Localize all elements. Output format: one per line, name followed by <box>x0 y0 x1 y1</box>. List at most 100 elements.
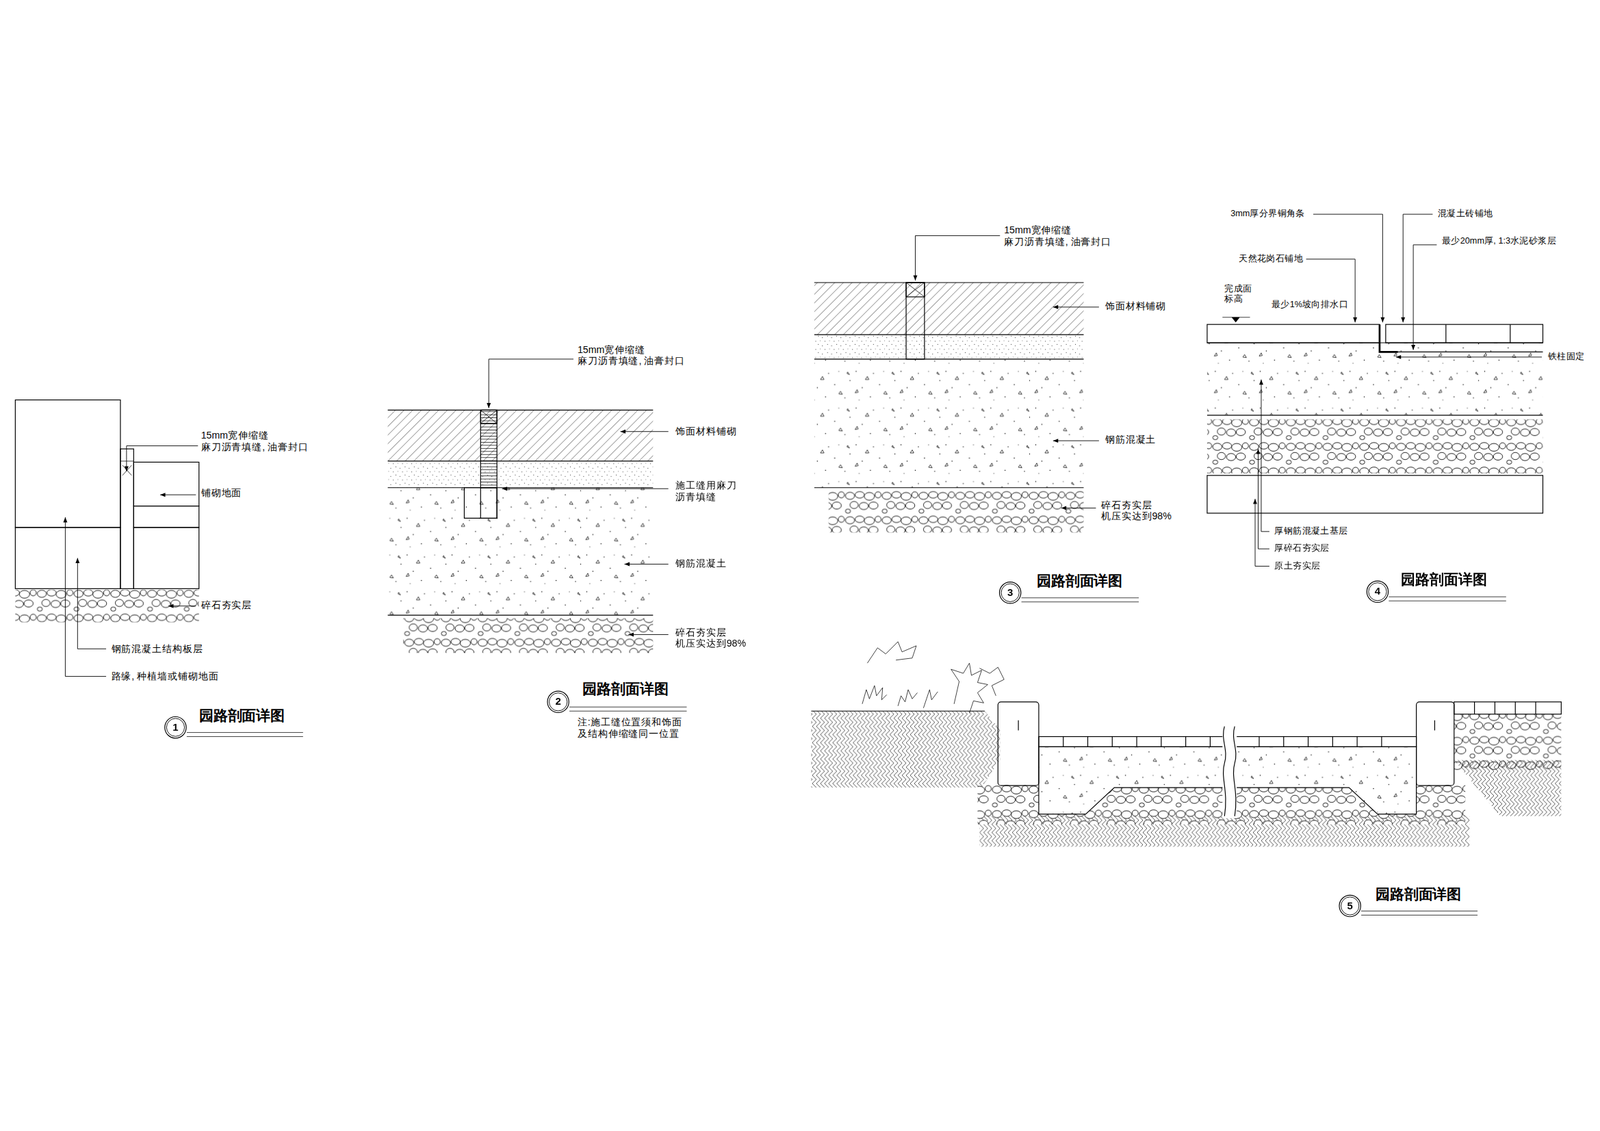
callout-note: 15mm宽伸缩缝 麻刀沥青填缝, 油膏封口 <box>1003 224 1123 248</box>
detail-4-section-shape <box>1388 596 1506 601</box>
detail-3-section-shape <box>1021 598 1139 603</box>
callout-note: 钢筋混凝土结构板层 <box>110 642 204 655</box>
detail-2-section-shape <box>628 634 668 636</box>
detail-number-circle: 1 <box>164 716 187 740</box>
detail-3-section-shape <box>828 490 1085 533</box>
detail-4-section-shape <box>1413 244 1437 351</box>
detail-4-section-shape <box>1402 214 1433 323</box>
detail-5-section-shape <box>1361 911 1478 916</box>
callout-note: 天然花岗石铺地 <box>1237 253 1305 264</box>
detail-3-section-shape <box>906 282 925 298</box>
detail-1-section-shape <box>133 461 199 506</box>
detail-3-section <box>814 235 1139 602</box>
callout-note: 碎石夯实层 <box>199 598 254 611</box>
detail-4-section-shape <box>1231 317 1241 323</box>
detail-title: 园路剖面详图 <box>1035 572 1124 590</box>
detail-1-section-shape <box>65 517 107 677</box>
detail-1-section-shape <box>168 605 196 607</box>
detail-3-section-shape <box>814 282 1085 335</box>
detail-4-section-shape <box>1446 324 1511 343</box>
detail-number: 4 <box>1366 585 1390 599</box>
detail-3-section-shape <box>814 282 1085 488</box>
detail-3-section-shape <box>906 282 925 360</box>
callout-note: 铺砌地面 <box>199 486 243 499</box>
detail-2-section-shape <box>480 487 497 519</box>
detail-1-section-shape <box>77 558 107 650</box>
detail-4-section-shape <box>1207 324 1380 343</box>
detail-4-section-shape <box>1385 324 1544 343</box>
detail-4-section-shape <box>1207 419 1544 474</box>
callout-note: 碎石夯实层 机压实达到98% <box>674 626 753 651</box>
detail-5-section-shape <box>1223 726 1226 817</box>
detail-4-section-shape <box>1306 259 1356 323</box>
detail-2-section-shape <box>624 563 669 565</box>
level-note: 完成面 标高 <box>1223 284 1257 305</box>
detail-2-section <box>388 359 688 712</box>
callout-note: 施工缝用麻刀 沥青填缝 <box>674 479 740 503</box>
detail-2-section-shape <box>388 461 654 488</box>
detail-4-section-shape <box>1379 324 1399 352</box>
detail-2-section-shape <box>463 487 497 519</box>
detail-5-section-shape <box>862 641 1004 714</box>
detail-4-section-shape <box>1261 379 1270 532</box>
callout-note: 厚钢筋混凝土基层 <box>1273 525 1349 536</box>
detail-5-section <box>810 641 1561 916</box>
detail-title: 园路剖面详图 <box>1400 571 1488 589</box>
callout-note: 原土夯实层 <box>1273 560 1322 571</box>
detail-number-circle: 2 <box>546 690 570 714</box>
detail-3-section-shape <box>1061 507 1097 509</box>
detail-3-section-shape <box>814 334 1085 360</box>
detail-3-section-shape <box>814 359 1085 488</box>
outer-ring <box>1339 895 1361 917</box>
detail-4-section-shape <box>1207 475 1544 514</box>
detail-number-circle: 4 <box>1366 580 1390 603</box>
detail-4-section-shape <box>1207 342 1544 416</box>
detail-1-section-shape <box>186 732 304 738</box>
callout-note: 最少1%坡向排水口 <box>1270 299 1349 310</box>
detail-1-section-shape <box>15 399 121 527</box>
detail-5-section-shape <box>810 711 1000 788</box>
detail-title: 园路剖面详图 <box>1374 885 1462 903</box>
callout-note: 厚碎石夯实层 <box>1273 542 1332 553</box>
callout-note: 路缘, 种植墙或铺砌地面 <box>110 670 220 683</box>
callout-note: 15mm宽伸缩缝 麻刀沥青填缝, 油膏封口 <box>576 343 696 367</box>
detail-2-section-shape <box>388 487 654 616</box>
detail-number: 2 <box>546 695 570 709</box>
detail-4-section <box>1207 214 1544 601</box>
detail-2-section-shape <box>403 618 653 654</box>
detail-3-section-shape <box>1053 440 1100 442</box>
callout-note: 15mm宽伸缩缝 麻刀沥青填缝, 油膏封口 <box>199 429 319 454</box>
callout-note: 铁柱固定 <box>1546 351 1586 362</box>
detail-1-section-shape <box>126 446 198 472</box>
detail-3-section-shape <box>906 282 925 298</box>
detail-4-section-shape <box>1222 316 1250 318</box>
detail-number: 3 <box>999 586 1022 599</box>
detail-2-section-shape <box>502 488 669 490</box>
outer-ring <box>1366 581 1388 603</box>
detail-number-circle: 3 <box>999 581 1022 605</box>
detail-5-section-shape <box>997 702 1039 786</box>
detail-2-section-shape <box>480 409 497 423</box>
detail-4-section-shape <box>1255 498 1270 566</box>
general-note: 注:施工缝位置须和饰面 及结构伸缩缝同一位置 <box>576 716 691 740</box>
detail-1-section-shape <box>15 527 121 589</box>
callout-note: 钢筋混凝土 <box>1103 433 1158 446</box>
callout-note: 碎石夯实层 机压实达到98% <box>1099 498 1178 523</box>
detail-1-section-shape <box>120 461 134 476</box>
detail-2-section-shape <box>388 409 654 462</box>
detail-2-section-shape <box>620 431 669 432</box>
callout-note: 钢筋混凝土 <box>674 557 729 569</box>
detail-1-section-shape <box>160 494 196 496</box>
detail-1-section-shape <box>15 589 199 623</box>
outer-ring <box>999 582 1022 604</box>
detail-5-section-shape <box>1454 760 1562 817</box>
detail-5-section-shape <box>810 711 985 712</box>
detail-2-section-shape <box>480 409 497 488</box>
outer-ring <box>164 716 187 738</box>
detail-4-section-shape <box>1207 342 1544 416</box>
detail-title: 园路剖面详图 <box>197 706 286 725</box>
detail-2-section-shape <box>480 409 497 423</box>
detail-2-section-shape <box>569 706 687 712</box>
